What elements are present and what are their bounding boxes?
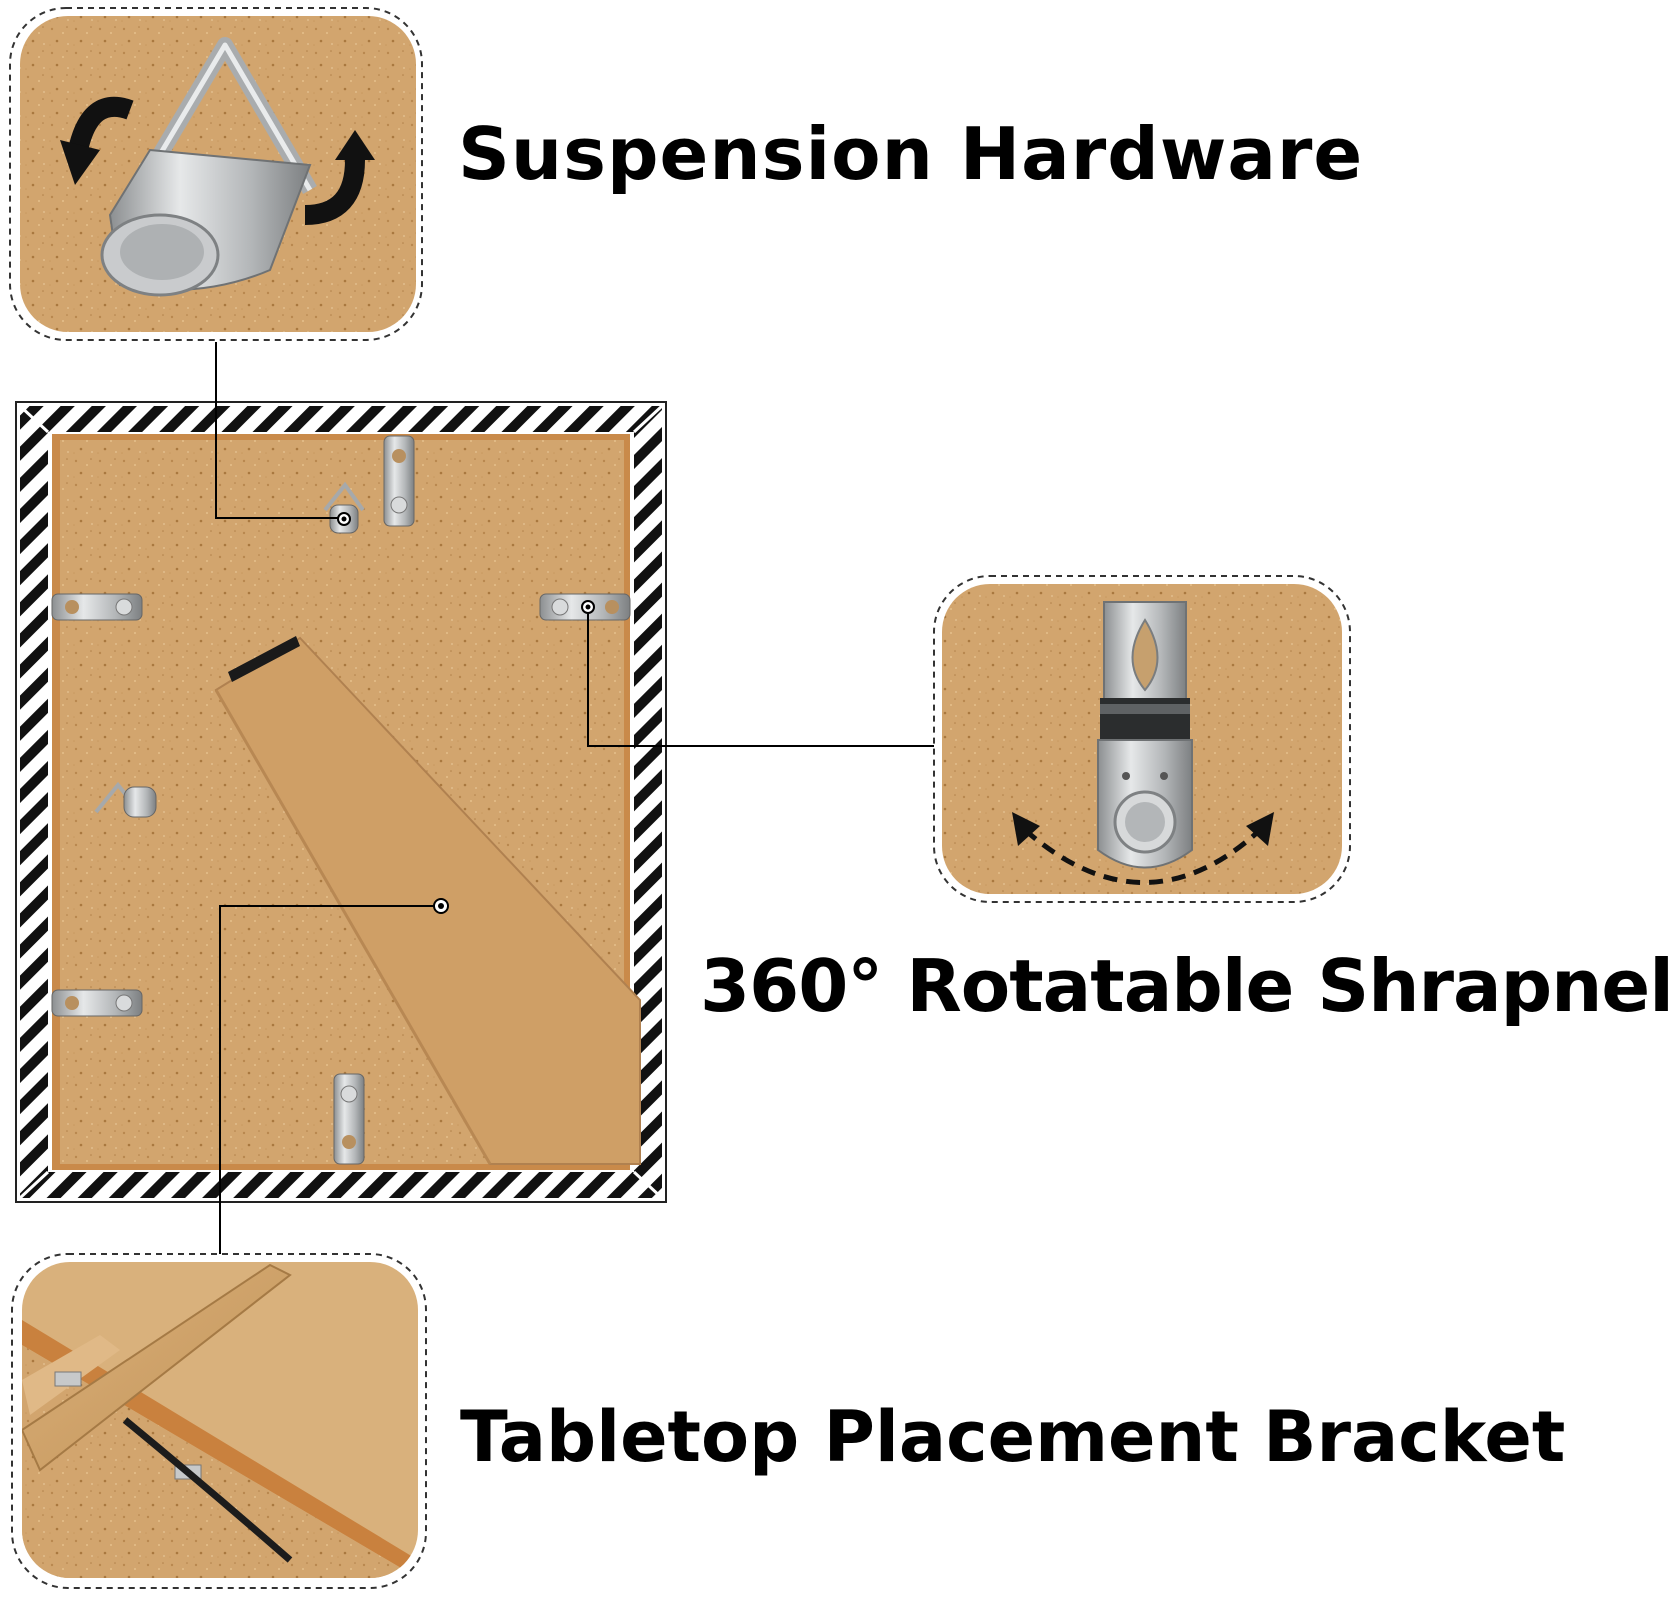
label-rotatable-shrapnel: 360° Rotatable Shrapnel: [700, 944, 1673, 1028]
product-illustration: [9, 7, 1351, 1589]
triangle-hanger-icon: [100, 37, 317, 297]
frame-back: [15, 401, 667, 1203]
callout-tabletop-bracket: [11, 1253, 427, 1589]
leader-lines: [215, 342, 934, 1254]
label-tabletop-bracket: Tabletop Placement Bracket: [460, 1396, 1566, 1478]
callout-suspension-hardware: [9, 7, 423, 341]
rotate-arrows-icon: [60, 96, 375, 225]
rotatable-clip-icon: [1097, 601, 1193, 869]
callout-rotatable-shrapnel: [933, 575, 1351, 903]
leader-dots: [337, 512, 595, 914]
label-suspension-hardware: Suspension Hardware: [458, 112, 1364, 196]
easel-stand-icon: [22, 1263, 293, 1563]
curved-dashed-arrow-icon: [1012, 812, 1274, 885]
